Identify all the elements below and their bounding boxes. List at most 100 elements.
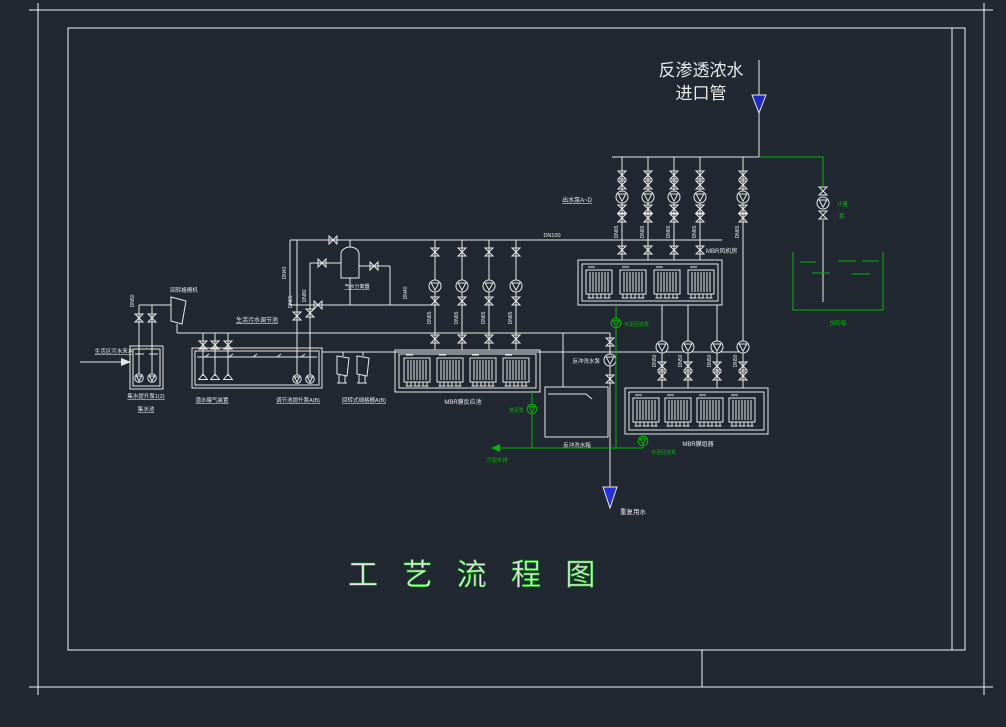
pump-icon[interactable] [710, 340, 724, 354]
membrane-cassette-icon[interactable] [469, 354, 497, 387]
pipe-size-label: DN50 [130, 294, 136, 307]
tank-wall[interactable] [394, 349, 541, 393]
tank-wall[interactable] [624, 387, 769, 435]
tank-wall[interactable] [129, 345, 164, 390]
pipe-size-label: DN80 [302, 289, 308, 302]
dosing-tank[interactable] [792, 252, 884, 311]
sludge-system[interactable]: 污泥回流泵 污泥外排 排泥泵 污泥回流泵 [486, 305, 676, 464]
pump-icon[interactable] [667, 190, 681, 204]
membrane-cassette-icon[interactable] [687, 266, 715, 299]
pipe-size-label: DN65 [508, 311, 514, 324]
screen-body[interactable] [170, 296, 187, 325]
membrane-cassette-icon[interactable] [664, 394, 692, 427]
pipe-size-label: DN65 [454, 311, 460, 324]
pipe-size-label: DN50 [733, 354, 739, 367]
pipe-size-label: DN50 [652, 354, 658, 367]
reuse-outlet[interactable]: 重复用水 [602, 486, 647, 516]
sludge-discharge-pump-label: 排泥泵 [509, 407, 524, 414]
membrane-cassette-icon[interactable] [436, 354, 464, 387]
pump-icon[interactable] [736, 340, 750, 354]
pump-icon[interactable] [509, 279, 523, 293]
backwash-pump-label: 反冲洗水泵 [572, 357, 600, 365]
pump-icon[interactable] [641, 190, 655, 204]
outlet-pumps-label: 出水泵A~D [562, 196, 593, 204]
frame-inner-border [67, 27, 966, 651]
collection-tank-unit[interactable]: DN50 集水提升泵1(2) 集水池 [127, 294, 171, 413]
backwash-pump-icon[interactable] [603, 353, 617, 367]
fine-screen-icon[interactable] [356, 355, 370, 384]
pump-icon[interactable] [428, 279, 442, 293]
frame-outer-border [37, 9, 985, 688]
membrane-cassette-icon[interactable] [653, 266, 681, 299]
pipe-size-label: DN65 [640, 225, 646, 238]
pipe-size-label: DN65 [481, 311, 487, 324]
sludge-return-pump-icon[interactable] [610, 317, 622, 329]
pipe-size-label: DN65 [427, 311, 433, 324]
collection-pumps-label: 集水提升泵1(2) [127, 392, 164, 400]
fine-screens[interactable]: 回转式细格栅A(B) [336, 352, 386, 404]
dosing-tank-level-marks [800, 260, 879, 275]
flow-arrow-right-icon [121, 358, 131, 366]
membrane-cassette-icon[interactable] [728, 394, 756, 427]
pump-icon[interactable] [455, 279, 469, 293]
eq-pumps-label: 调节池提升泵A(B) [276, 396, 320, 404]
pipe-size-label: DN50 [707, 354, 713, 367]
sludge-return-pump-icon[interactable] [637, 435, 649, 447]
eq-tank-label: 生活污水调节池 [236, 316, 278, 324]
backwash-unit[interactable]: 反冲洗水箱 反冲洗水泵 [544, 333, 617, 487]
dosing-system[interactable]: 计量 泵 加药箱 [759, 156, 884, 327]
sludge-discharge-pump-icon[interactable] [526, 403, 538, 415]
level-hatch [204, 353, 306, 358]
submersible-pump-icon[interactable] [134, 373, 144, 383]
mbr-bottom-box[interactable]: DN50 DN50 DN50 DN50 MBR膜组器 [624, 305, 769, 448]
membrane-cassette-icon[interactable] [585, 266, 613, 299]
pump-icon[interactable] [681, 340, 695, 354]
mbr-bottom-label: MBR膜组器 [682, 440, 713, 448]
pretreatment-inlet[interactable]: 生活区污水来水 [80, 347, 134, 366]
pump-icon[interactable] [693, 190, 707, 204]
sludge-return-pump-label: 污泥回流泵 [624, 321, 649, 328]
separator-vessel[interactable] [340, 246, 360, 279]
fine-screen-label: 回转式细格栅A(B) [342, 396, 386, 404]
screen-machine[interactable]: 回转格栅机 [170, 286, 198, 333]
pipe-size-label: DN65 [288, 295, 294, 308]
drawing-frame [29, 3, 993, 695]
pipe-size-label: DN40 [403, 286, 409, 299]
tank-wall-inner [628, 391, 765, 431]
ro-inlet[interactable]: 反渗透浓水 进口管 [612, 60, 767, 158]
membrane-cassette-icon[interactable] [502, 354, 530, 387]
ro-inlet-label-line1: 反渗透浓水 [659, 61, 744, 80]
membrane-cassette-icon[interactable] [632, 394, 660, 427]
mbr-top-label: MBR风机房 [706, 247, 737, 255]
valve-icon[interactable] [818, 186, 828, 196]
membrane-cassette-icon[interactable] [619, 266, 647, 299]
pump-icon[interactable] [482, 279, 496, 293]
pipe-headers[interactable] [177, 239, 743, 353]
membrane-cassette-icon[interactable] [403, 354, 431, 387]
mbr-top-box[interactable]: MBR风机房 [577, 247, 737, 306]
mbr-mid-box[interactable]: DN65 DN65 DN65 DN65 MBR膜反应池 [394, 240, 541, 406]
membrane-cassette-icon[interactable] [696, 394, 724, 427]
flow-arrow-down-icon [751, 94, 767, 115]
submersible-pump-icon[interactable] [305, 374, 315, 384]
pipe-size-label: DN50 [678, 354, 684, 367]
tank-wall[interactable] [191, 347, 323, 389]
metering-pump-icon[interactable] [816, 196, 830, 210]
submersible-pump-icon[interactable] [292, 374, 302, 384]
submersible-pump-icon[interactable] [147, 373, 157, 383]
pipe-size-label: DN65 [614, 225, 620, 238]
valve-icon[interactable] [818, 210, 828, 220]
separator-vessel-circuit[interactable]: 气水分离器 DN40 DN40 [282, 240, 435, 310]
chemical-pipe[interactable] [759, 156, 824, 186]
backwash-tank[interactable] [544, 386, 609, 438]
pump-icon[interactable] [615, 190, 629, 204]
pump-icon[interactable] [655, 340, 669, 354]
collection-tank-label: 集水池 [138, 405, 155, 413]
tank-wall[interactable] [577, 259, 723, 306]
equalization-tank-unit[interactable]: DN65 DN80 生活污水调节池 潜水曝气装置 调节池提升泵A(B) [191, 240, 341, 404]
drawing-title: 工 艺 流 程 图 [348, 559, 603, 592]
fine-screen-icon[interactable] [336, 355, 350, 384]
pump-icon[interactable] [736, 190, 750, 204]
